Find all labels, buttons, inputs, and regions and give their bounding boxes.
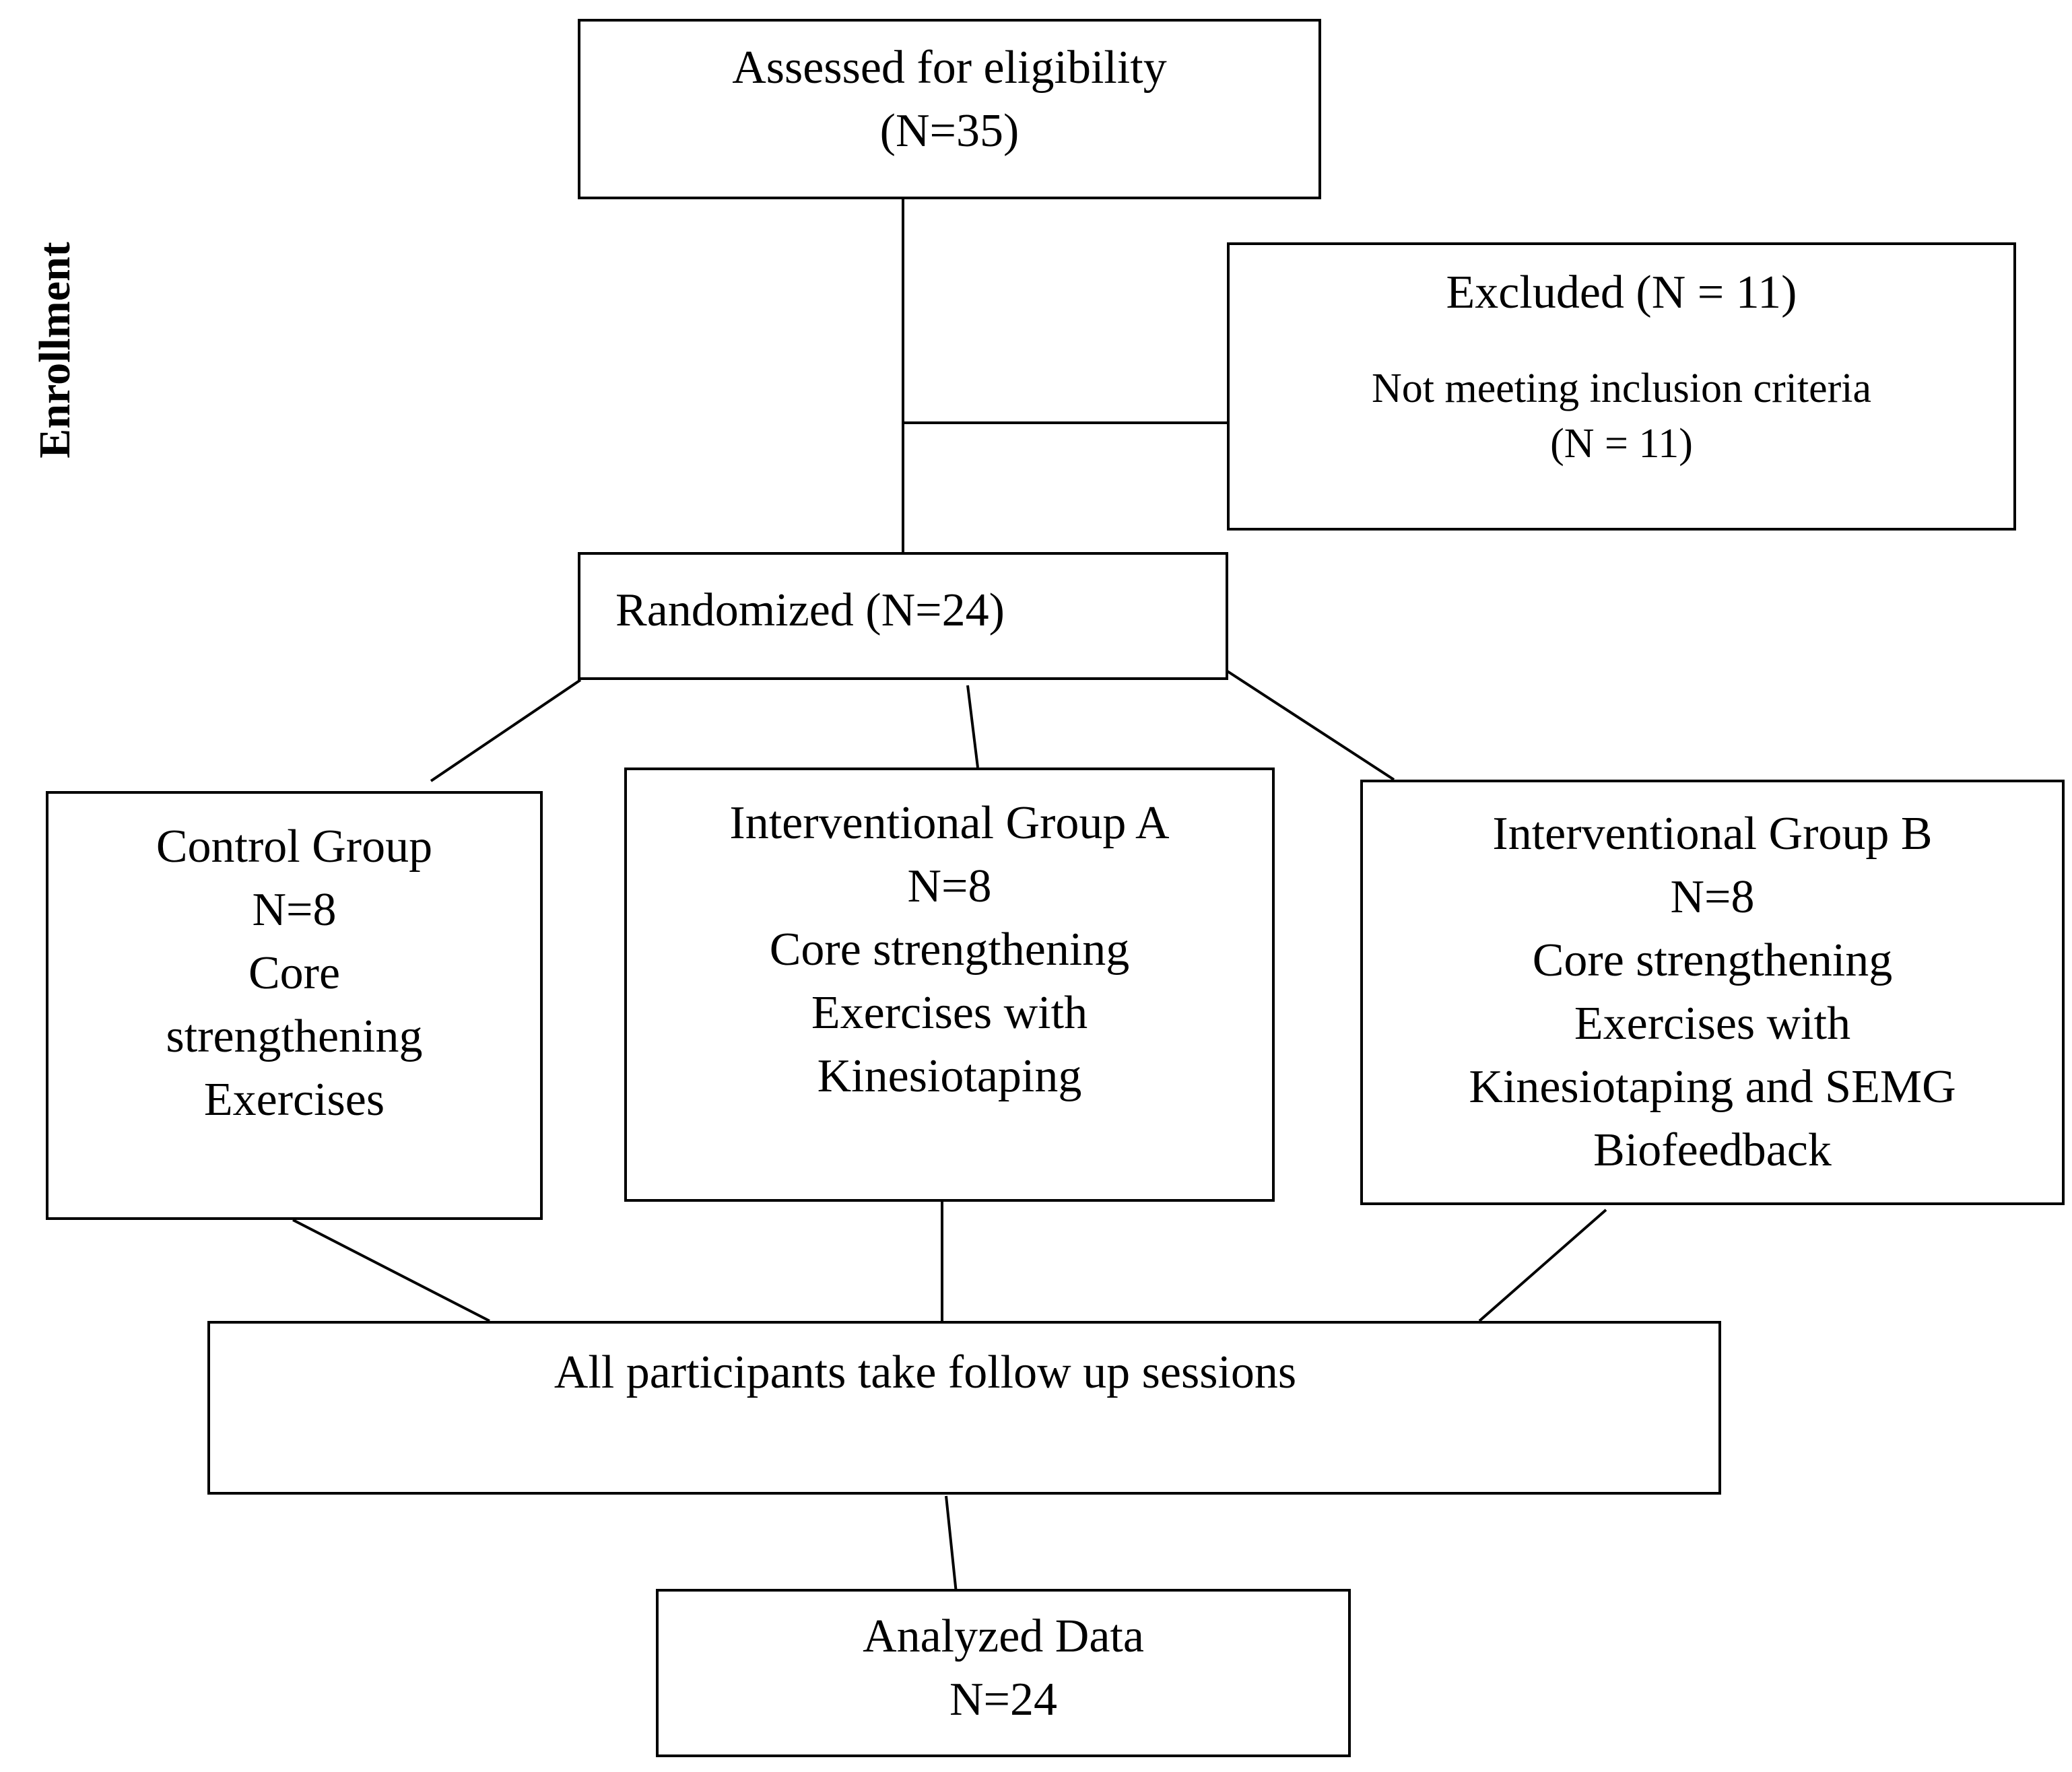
assessed-count: (N=35)	[879, 105, 1020, 157]
connector-group-b-to-followup	[1478, 1208, 1607, 1322]
group-line: Core strengthening	[769, 924, 1130, 976]
group-line: Exercises	[203, 1074, 385, 1126]
group-line: N=8	[907, 860, 992, 912]
intervention-group-b-box: Interventional Group B N=8 Core strength…	[1360, 780, 2065, 1205]
connector-randomized-to-group-b	[1219, 665, 1395, 781]
connector-randomized-to-control	[430, 679, 582, 782]
follow-up-label: All participants take follow up sessions	[554, 1347, 1297, 1398]
connector-followup-to-analyzed	[945, 1495, 958, 1594]
phase-label-enrollment: Enrollment	[30, 242, 79, 458]
control-group-box: Control Group N=8 Core strengthening Exe…	[46, 791, 543, 1220]
analyzed-title: Analyzed Data	[863, 1610, 1144, 1662]
assessed-title: Assessed for eligibility	[732, 42, 1167, 94]
connector-control-to-followup	[292, 1219, 490, 1322]
intervention-group-a-box: Interventional Group A N=8 Core strength…	[624, 768, 1275, 1202]
group-line: Core strengthening	[1532, 934, 1893, 986]
excluded-reason: Not meeting inclusion criteria	[1371, 366, 1872, 411]
group-line: strengthening	[166, 1011, 423, 1062]
connector-randomized-to-group-a	[966, 685, 979, 768]
group-line: Interventional Group A	[729, 797, 1170, 849]
group-line: Exercises with	[811, 987, 1088, 1039]
group-line: Interventional Group B	[1492, 808, 1933, 860]
analyzed-box: Analyzed Data N=24	[656, 1589, 1351, 1757]
excluded-title: Excluded (N = 11)	[1446, 267, 1797, 318]
randomized-box: Randomized (N=24)	[578, 552, 1228, 680]
group-line: Kinesiotaping	[817, 1050, 1082, 1102]
group-line: Biofeedback	[1593, 1124, 1832, 1176]
group-line: Kinesiotaping and SEMG	[1469, 1061, 1956, 1113]
group-line: N=8	[1670, 871, 1755, 923]
analyzed-count: N=24	[949, 1674, 1058, 1726]
group-line: Control Group	[156, 821, 433, 873]
group-line: Core	[248, 947, 341, 999]
excluded-box: Excluded (N = 11) Not meeting inclusion …	[1227, 242, 2016, 531]
follow-up-box: All participants take follow up sessions	[207, 1321, 1721, 1495]
excluded-reason-count: (N = 11)	[1550, 421, 1693, 467]
group-line: Exercises with	[1574, 998, 1851, 1050]
group-line: N=8	[252, 884, 337, 936]
randomized-label: Randomized (N=24)	[615, 584, 1005, 636]
assessed-box: Assessed for eligibility (N=35)	[578, 19, 1321, 199]
